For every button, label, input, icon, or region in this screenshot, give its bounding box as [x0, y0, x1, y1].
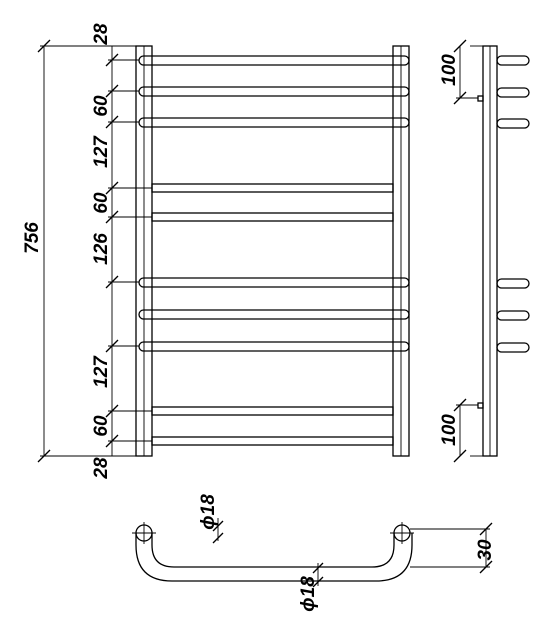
rung-5: [151, 212, 394, 222]
total-height-dimension: 756: [22, 39, 136, 463]
side-rung-3: [496, 118, 530, 129]
plan-diameter-bottom-label: ϕ18: [298, 576, 319, 612]
rung-1: [138, 55, 410, 66]
side-bracket-top: [477, 95, 484, 102]
plan-diameter-bottom: ϕ18: [298, 562, 324, 612]
side-bottom-label: 100: [439, 414, 460, 446]
front-bottom-label: 28: [91, 457, 112, 480]
rung-4: [151, 183, 394, 193]
front-gap-b-label: 60: [91, 192, 112, 214]
plan-view: 30 ϕ18 ϕ18: [132, 494, 496, 612]
front-span-c-label: 127: [91, 355, 112, 388]
side-rung-8: [496, 342, 530, 353]
rung-8: [138, 341, 410, 352]
front-view: 756 28 60 127 60 126: [22, 23, 410, 480]
side-rung-1: [496, 55, 530, 66]
front-span-b-label: 126: [91, 233, 112, 265]
plan-rung-outer: [135, 533, 413, 582]
front-top-label: 28: [91, 23, 112, 46]
plan-depth-label: 30: [475, 539, 496, 561]
rung-9: [151, 406, 394, 416]
rung-7: [138, 309, 410, 320]
rung-6: [138, 277, 410, 288]
total-height-label: 756: [22, 222, 43, 254]
side-top-label: 100: [439, 54, 460, 86]
rung-3: [138, 117, 410, 128]
front-gap-a-label: 60: [91, 95, 112, 117]
plan-depth-dimension: 30: [410, 522, 496, 574]
side-view: 100 100: [439, 39, 530, 463]
side-rung-2: [496, 87, 530, 98]
plan-rung-inner: [151, 533, 395, 568]
front-chain-dimension: [105, 46, 152, 456]
side-bracket-bottom: [477, 402, 484, 409]
front-gap-c-label: 60: [91, 415, 112, 437]
rung-2: [138, 86, 410, 97]
plan-diameter-top: ϕ18: [198, 494, 224, 544]
plan-diameter-top-label: ϕ18: [198, 494, 219, 530]
rung-10: [151, 436, 394, 446]
front-span-a-label: 127: [91, 135, 112, 168]
side-bottom-dimension: 100: [439, 398, 478, 463]
side-top-dimension: 100: [439, 39, 478, 105]
side-rung-6: [496, 278, 530, 289]
side-rung-7: [496, 310, 530, 321]
